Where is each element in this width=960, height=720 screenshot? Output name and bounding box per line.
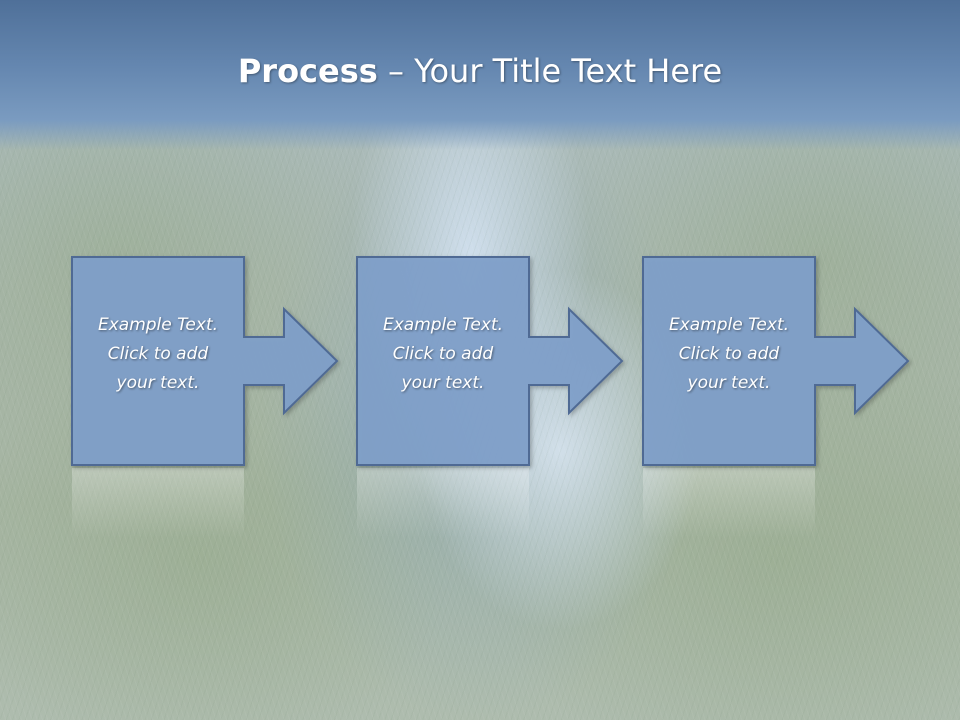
- step-1-arrow-box[interactable]: [71, 256, 339, 466]
- step-2-line-2: Click to add: [392, 344, 494, 364]
- step-3-text[interactable]: Example Text. Click to add your text.: [643, 311, 815, 398]
- step-3-arrow-box[interactable]: [642, 256, 910, 466]
- step-1-line-1: Example Text.: [97, 315, 219, 335]
- step-1-line-2: Click to add: [107, 344, 209, 364]
- step-1-reflection: [72, 468, 244, 538]
- step-3-line-1: Example Text.: [668, 315, 790, 335]
- title-bold-text: Process: [237, 52, 378, 90]
- step-2-reflection: [357, 468, 529, 538]
- step-1-line-3: your text.: [116, 373, 200, 393]
- step-3-line-3: your text.: [687, 373, 771, 393]
- step-2-line-1: Example Text.: [382, 315, 504, 335]
- step-2-arrow-box[interactable]: [356, 256, 624, 466]
- slide-title[interactable]: Process – Your Title Text Here: [0, 52, 960, 90]
- step-2-line-3: your text.: [401, 373, 485, 393]
- step-1-text[interactable]: Example Text. Click to add your text.: [72, 311, 244, 398]
- title-rest-text: – Your Title Text Here: [377, 52, 723, 90]
- step-3-line-2: Click to add: [678, 344, 780, 364]
- title-band: [0, 0, 960, 150]
- step-3-reflection: [643, 468, 815, 538]
- step-2-text[interactable]: Example Text. Click to add your text.: [357, 311, 529, 398]
